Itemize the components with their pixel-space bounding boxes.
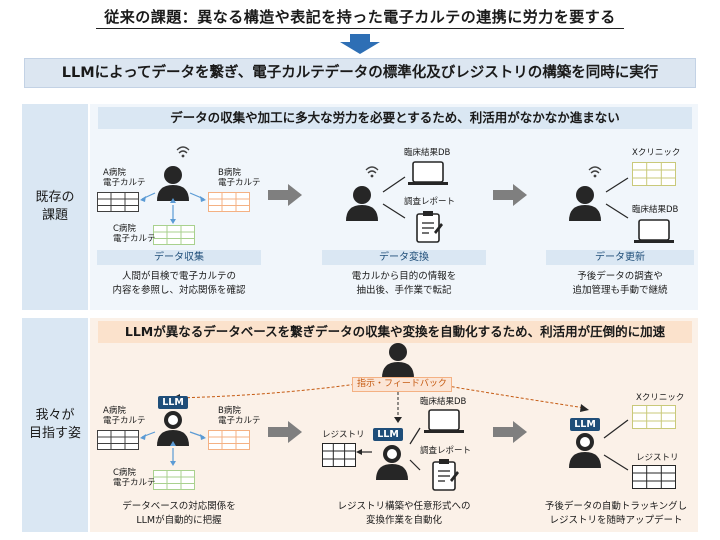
llm-badge: LLM [570,418,600,431]
arrow-right-icon [493,421,527,443]
person-with-brain-icon [376,445,408,480]
registry-label: レジストリ [636,453,679,463]
arrow-right-icon [268,421,302,443]
stage-label-convert: データ変換 [322,250,486,265]
person-icon [382,343,414,378]
spreadsheet-icon [97,430,139,450]
signal-icon [588,166,602,179]
record-label-c: C病院電子カルテ [113,468,156,488]
arrow-right-icon [493,184,527,206]
banner: LLMによってデータを繋ぎ、電子カルテデータの標準化及びレジストリの構築を同時に… [24,58,696,88]
stage-caption: 予後データの自動トラッキングしレジストリを随時アップデート [544,501,688,526]
spreadsheet-icon [208,430,250,450]
clipboard-icon [432,458,460,491]
feedback-label: 指示・フィードバック [352,377,452,392]
stage-caption: 人間が目検で電子カルテの内容を参照し、対応関係を確認 [112,271,246,296]
report-label: 調査レポート [420,446,472,456]
clinic-label: Xクリニック [632,148,681,158]
person-icon [569,186,601,221]
spreadsheet-icon [632,162,676,186]
arrow-right-icon [268,184,302,206]
target-header: LLMが異なるデータベースを繋ぎデータの収集や変換を自動化するため、利活用が圧倒… [98,321,692,343]
db-label: 臨床結果DB [404,148,451,158]
stage-label-collect: データ収集 [97,250,261,265]
record-label-a: A病院電子カルテ [103,168,146,188]
clipboard-icon [416,210,444,243]
record-label-b: B病院電子カルテ [218,406,261,426]
spreadsheet-icon [632,465,676,489]
target-section-label: 我々が目指す姿 [22,318,88,532]
laptop-icon [423,409,465,434]
stage-label-update: データ更新 [546,250,694,265]
db-label: 臨床結果DB [632,205,679,215]
stage-caption: 予後データの調査や追加管理も手動で継続 [572,271,668,296]
signal-icon [176,146,190,159]
record-label-b: B病院電子カルテ [218,168,261,188]
spreadsheet-icon [153,470,195,490]
clinic-label: Xクリニック [636,393,685,403]
spreadsheet-icon [322,443,356,467]
llm-badge: LLM [373,428,403,441]
record-label-c: C病院電子カルテ [113,224,156,244]
registry-label: レジストリ [322,430,365,440]
spreadsheet-icon [208,192,250,212]
stage-caption: 電カルから目的の情報を抽出後、手作業で転記 [351,271,457,296]
llm-badge: LLM [158,396,188,409]
laptop-icon [633,219,675,244]
stage-caption: レジストリ構築や任意形式への変換作業を自動化 [337,501,471,526]
person-with-brain-icon [569,433,601,468]
existing-header: データの収集や加工に多大な労力を必要とするため、利活用がなかなか進まない [98,107,692,129]
laptop-icon [407,161,449,186]
spreadsheet-icon [97,192,139,212]
record-label-a: A病院電子カルテ [103,406,146,426]
report-label: 調査レポート [404,197,456,207]
db-label: 臨床結果DB [420,397,467,407]
title-underline [96,28,624,29]
person-icon [157,166,189,201]
signal-icon [365,166,379,179]
page-title: 従来の課題：異なる構造や表記を持った電子カルテの連携に労力を要する [104,8,616,26]
existing-section-label: 既存の課題 [22,104,88,310]
person-icon [346,186,378,221]
person-with-brain-icon [157,411,189,446]
arrow-down-icon [340,34,380,54]
spreadsheet-icon [632,405,676,429]
existing-section [90,104,698,310]
spreadsheet-icon [153,225,195,245]
